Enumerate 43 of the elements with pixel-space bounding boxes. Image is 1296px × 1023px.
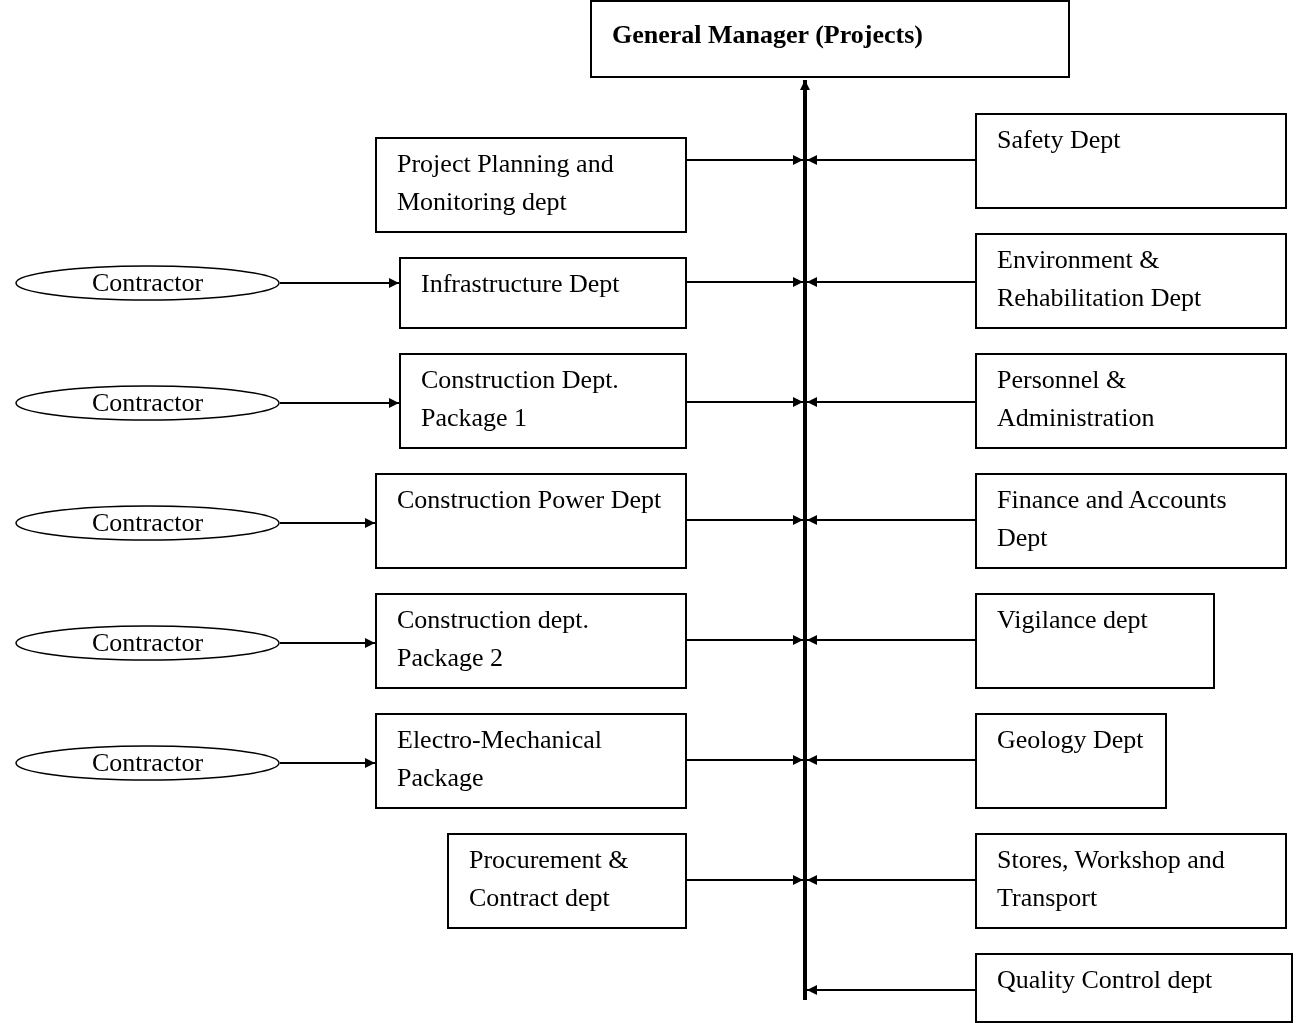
department-box: Stores, Workshop and Transport <box>975 833 1287 929</box>
node-label: Contractor <box>91 387 204 419</box>
arrow <box>806 635 976 645</box>
department-box: Construction Power Dept <box>375 473 687 569</box>
arrow <box>279 398 400 408</box>
department-box: General Manager (Projects) <box>590 0 1070 78</box>
department-box: Geology Dept <box>975 713 1167 809</box>
arrow <box>686 277 804 287</box>
arrow <box>686 155 804 165</box>
arrow <box>279 278 400 288</box>
arrow <box>686 397 804 407</box>
arrow <box>279 518 376 528</box>
arrow <box>806 985 976 995</box>
department-box: Vigilance dept <box>975 593 1215 689</box>
node-label: Contractor <box>91 747 204 779</box>
department-box: Personnel & Administration <box>975 353 1287 449</box>
arrow <box>806 875 976 885</box>
department-box: Procurement & Contract dept <box>447 833 687 929</box>
arrow <box>806 277 976 287</box>
arrow <box>806 397 976 407</box>
department-box: Project Planning and Monitoring dept <box>375 137 687 233</box>
vertical-bar <box>803 100 807 1000</box>
arrow <box>279 758 376 768</box>
arrow <box>686 755 804 765</box>
department-box: Safety Dept <box>975 113 1287 209</box>
arrow <box>686 515 804 525</box>
department-box: Finance and Accounts Dept <box>975 473 1287 569</box>
arrow <box>806 155 976 165</box>
arrow <box>806 515 976 525</box>
arrow <box>686 635 804 645</box>
department-box: Electro-Mechanical Package <box>375 713 687 809</box>
department-box: Infrastructure Dept <box>399 257 687 329</box>
arrow <box>806 755 976 765</box>
department-box: Construction dept. Package 2 <box>375 593 687 689</box>
node-label: Contractor <box>91 267 204 299</box>
department-box: Quality Control dept <box>975 953 1293 1023</box>
arrow <box>800 80 810 100</box>
node-label: Contractor <box>91 507 204 539</box>
arrow <box>279 638 376 648</box>
node-label: Contractor <box>91 627 204 659</box>
arrow <box>686 875 804 885</box>
department-box: Environment & Rehabilitation Dept <box>975 233 1287 329</box>
department-box: Construction Dept. Package 1 <box>399 353 687 449</box>
